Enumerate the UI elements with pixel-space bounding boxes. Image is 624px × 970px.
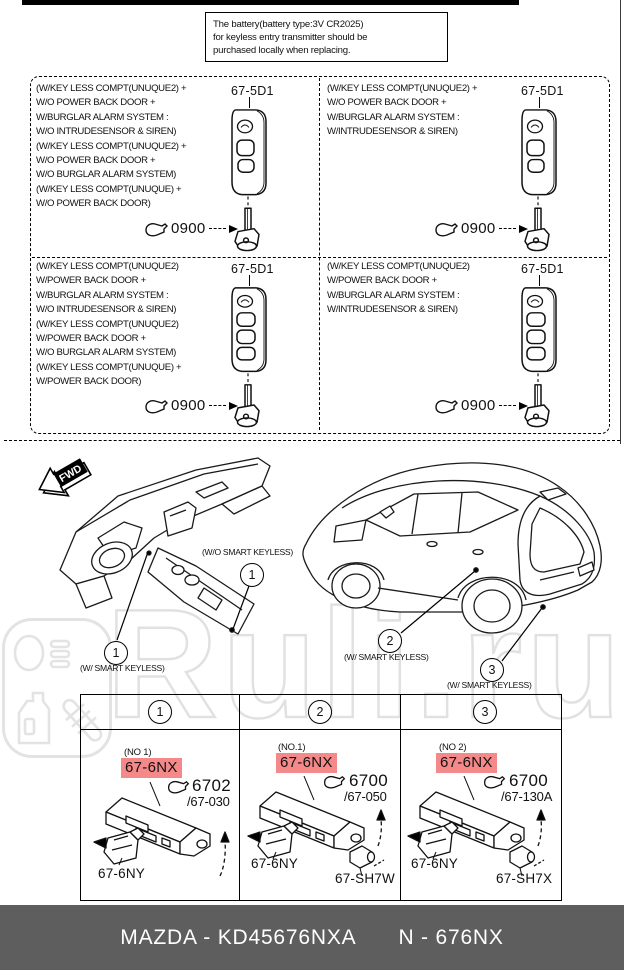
footer-catalog-code: MAZDA - KD45676NXA [120, 925, 357, 949]
part-code-sub: /67-030 [187, 794, 230, 809]
table-header-num-2: 2 [308, 700, 332, 724]
key-fob-illustration [521, 287, 557, 428]
watermark-logo-box [2, 618, 112, 758]
part-label-67-5d1: 67-5D1 [231, 84, 274, 98]
dashboard-illustration [59, 457, 271, 635]
callout-label-w-smart: (W/ SMART KEYLESS) [344, 652, 429, 662]
section-separator [4, 440, 620, 441]
key-fob-illustration [231, 287, 267, 428]
parts-table [80, 694, 562, 901]
key-tag-icon [435, 222, 458, 236]
key-tag-icon [435, 399, 458, 413]
part-label-67-5d1: 67-5D1 [231, 262, 274, 276]
key-tag-icon [483, 775, 506, 789]
key-code: 0900 [171, 220, 206, 237]
part-label-67-5d1: 67-5D1 [521, 262, 564, 276]
callout-leader-lines [116, 551, 543, 662]
label-tick [539, 97, 540, 108]
grid-vertical-divider [319, 78, 320, 430]
car-illustration [302, 462, 602, 634]
callout-3-rear: 3 [480, 658, 504, 682]
position-note: (NO 2) [439, 742, 467, 753]
keyless-variant-grid [30, 76, 610, 434]
fwd-arrow-icon: FWD [38, 458, 92, 497]
key-code: 0900 [171, 397, 206, 414]
connector-part-label: 67-SH7X [496, 871, 553, 886]
part-code: 6702 [192, 776, 232, 795]
part-code-highlight[interactable]: 67-6NX [276, 753, 337, 773]
key-code: 0900 [461, 397, 496, 414]
leader-dash [498, 228, 516, 229]
key-fob-illustration [231, 109, 267, 252]
callout-1-dash: 1 [104, 641, 128, 665]
part-label-67-5d1: 67-5D1 [521, 84, 564, 98]
position-note: (NO 1) [124, 747, 152, 758]
callout-label-w-smart: (W/ SMART KEYLESS) [447, 680, 532, 690]
callout-1-console: 1 [240, 563, 264, 587]
grid-horizontal-divider [32, 257, 607, 258]
bracket-part-label: 67-6NY [251, 856, 298, 871]
part-code: 6700 [509, 771, 549, 790]
bracket-part-label: 67-6NY [411, 856, 458, 871]
battery-note-line: for keyless entry transmitter should be [213, 32, 368, 43]
variant-conditions-q3: (W/KEY LESS COMPT(UNUQUE2) W/POWER BACK … [36, 261, 182, 388]
column-divider [399, 695, 401, 900]
leader-arrow-icon [518, 401, 528, 410]
column-divider [239, 695, 240, 900]
callout-label-wo-smart: (W/O SMART KEYLESS) [202, 547, 293, 557]
footer-bar: MAZDA - KD45676NXA N - 676NX [0, 905, 624, 970]
table-header-num-1: 1 [148, 700, 172, 724]
watermark-text: Ruli.ru [105, 577, 624, 750]
leader-arrow-icon [228, 224, 238, 233]
position-note: (NO.1) [278, 742, 306, 753]
watermark-logo-icons [13, 634, 103, 745]
callout-label-w-smart: (W/ SMART KEYLESS) [80, 663, 165, 673]
label-tick [249, 97, 250, 108]
variant-conditions-q1: (W/KEY LESS COMPT(UNUQUE2) + W/O POWER B… [36, 83, 187, 210]
battery-note-line: purchased locally when replacing. [213, 45, 351, 56]
antenna-module-illustration [247, 776, 386, 877]
key-tag-icon [145, 222, 168, 236]
part-code-highlight[interactable]: 67-6NX [436, 753, 497, 773]
page-edge-line [620, 0, 621, 444]
parts-table-header [81, 695, 561, 730]
part-code: 6700 [349, 771, 389, 790]
key-code-row: 0900 [144, 220, 238, 237]
leader-arrow-icon [518, 224, 528, 233]
key-code-row: 0900 [434, 397, 528, 414]
antenna-module-illustration [407, 776, 546, 877]
key-code-row: 0900 [144, 397, 238, 414]
callout-2-door: 2 [378, 629, 402, 653]
oil-can-icon [17, 691, 51, 745]
leader-dash [498, 405, 516, 406]
connector-part-label: 67-SH7W [335, 871, 395, 886]
key-fob-illustration [521, 109, 557, 252]
key-tag-icon [145, 399, 168, 413]
top-page-bar [22, 0, 519, 5]
leader-dash [208, 228, 226, 229]
part-code-highlight[interactable]: 67-6NX [121, 758, 182, 778]
key-tag-icon [167, 780, 190, 794]
part-code-sub: /67-130A [501, 789, 553, 804]
variant-conditions-q4: (W/KEY LESS COMPT(UNUQUE2) W/POWER BACK … [327, 261, 470, 316]
label-tick [539, 275, 540, 286]
battery-note-line: The battery(battery type:3V CR2025) [213, 19, 364, 30]
part-code-sub: /67-050 [344, 789, 387, 804]
antenna-module-illustration [93, 782, 230, 877]
leader-dash [208, 405, 226, 406]
bulb-icon [13, 634, 45, 672]
table-header-num-3: 3 [473, 700, 497, 724]
footer-part-number: N - 676NX [398, 925, 504, 949]
battery-note-box: The battery(battery type:3V CR2025) for … [205, 12, 448, 62]
variant-conditions-q2: (W/KEY LESS COMPT(UNUQUE2) + W/O POWER B… [327, 83, 478, 138]
key-code: 0900 [461, 220, 496, 237]
key-code-row: 0900 [434, 220, 528, 237]
key-tag-icon [323, 775, 346, 789]
bracket-part-label: 67-6NY [98, 866, 145, 881]
label-tick [249, 275, 250, 286]
leader-arrow-icon [228, 401, 238, 410]
